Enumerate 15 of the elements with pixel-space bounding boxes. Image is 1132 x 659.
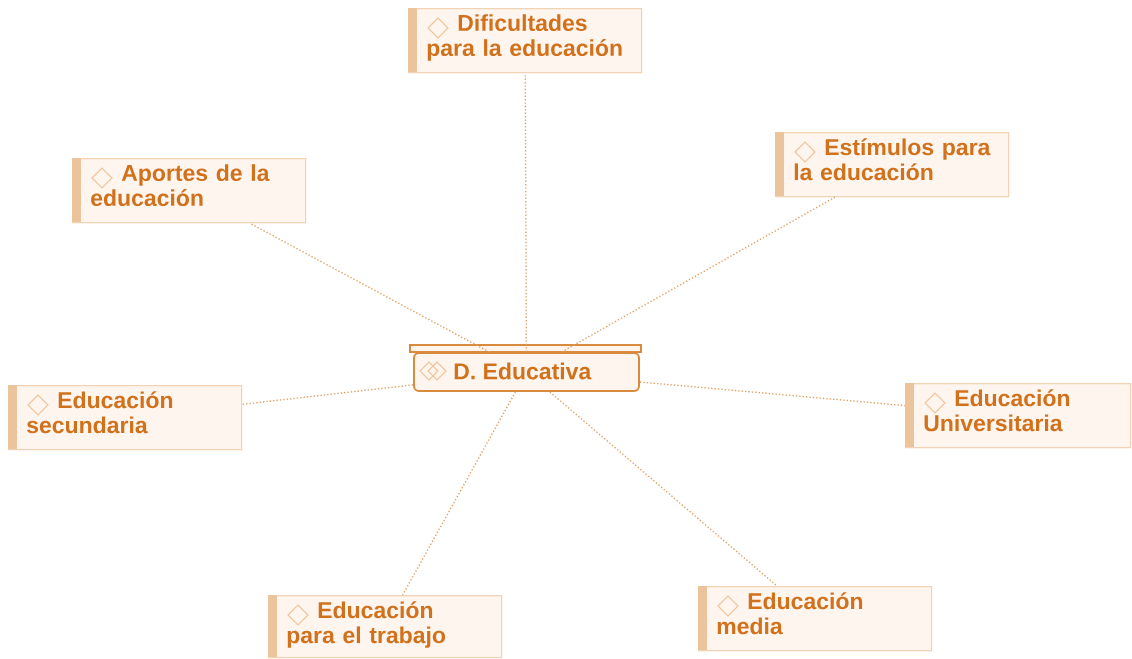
topic-box: Educación media: [698, 586, 933, 652]
topic-box: Educación para el trabajo: [268, 595, 503, 659]
connector-line: [524, 72, 528, 353]
topic-box: Aportes de la educación: [72, 158, 307, 224]
connector-line: [249, 222, 491, 353]
connector-line: [549, 391, 778, 587]
main-topic-box: D. Educativa: [409, 344, 642, 392]
connector-line: [561, 196, 836, 353]
connector-line: [401, 391, 517, 596]
topic-box: Educación Universitaria: [905, 383, 1132, 449]
topic-box: Dificultades para la educación: [408, 8, 643, 74]
topic-box: Educación secundaria: [8, 385, 243, 451]
connector-line: [639, 381, 906, 407]
connector-line: [241, 384, 414, 406]
topic-box: Estímulos para la educación: [775, 132, 1010, 198]
